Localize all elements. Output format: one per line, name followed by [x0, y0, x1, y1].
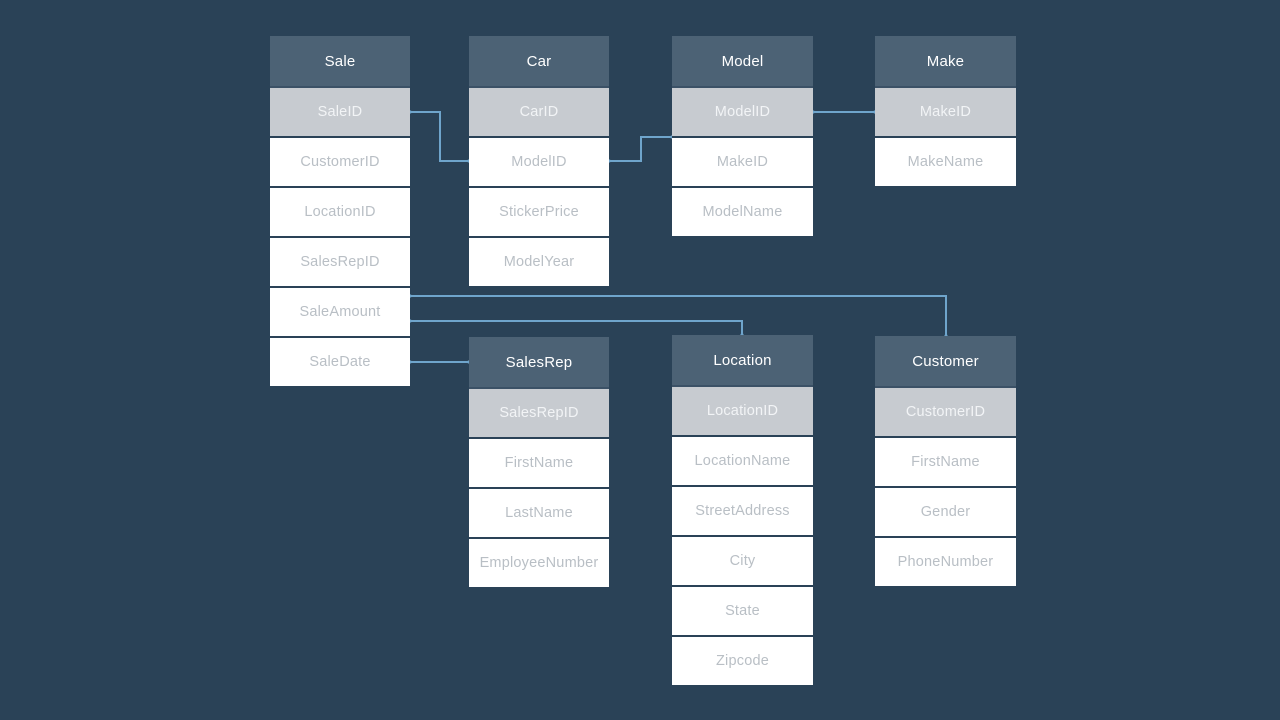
field-salesrep-2[interactable]: LastName — [469, 487, 609, 537]
relationship-line-sale-to-location — [410, 320, 743, 335]
field-customer-1[interactable]: FirstName — [875, 436, 1016, 486]
field-location-1[interactable]: LocationName — [672, 435, 813, 485]
field-car-2[interactable]: StickerPrice — [469, 186, 609, 236]
relationship-line-car-to-sale — [410, 111, 469, 162]
field-sale-1[interactable]: CustomerID — [270, 136, 410, 186]
primary-key-field-model-0[interactable]: ModelID — [672, 86, 813, 136]
primary-key-field-car-0[interactable]: CarID — [469, 86, 609, 136]
field-car-1[interactable]: ModelID — [469, 136, 609, 186]
primary-key-field-salesrep-0[interactable]: SalesRepID — [469, 387, 609, 437]
entity-title-customer: Customer — [875, 336, 1016, 386]
field-sale-3[interactable]: SalesRepID — [270, 236, 410, 286]
relationship-line-car-to-model — [609, 136, 672, 162]
field-sale-2[interactable]: LocationID — [270, 186, 410, 236]
field-model-1[interactable]: MakeID — [672, 136, 813, 186]
field-customer-3[interactable]: PhoneNumber — [875, 536, 1016, 586]
entity-title-car: Car — [469, 36, 609, 86]
field-model-2[interactable]: ModelName — [672, 186, 813, 236]
entity-title-salesrep: SalesRep — [469, 337, 609, 387]
field-customer-2[interactable]: Gender — [875, 486, 1016, 536]
field-location-5[interactable]: Zipcode — [672, 635, 813, 685]
relationship-line-sale-to-customer — [410, 295, 947, 336]
field-sale-4[interactable]: SaleAmount — [270, 286, 410, 336]
field-sale-5[interactable]: SaleDate — [270, 336, 410, 386]
primary-key-field-customer-0[interactable]: CustomerID — [875, 386, 1016, 436]
primary-key-field-sale-0[interactable]: SaleID — [270, 86, 410, 136]
field-make-1[interactable]: MakeName — [875, 136, 1016, 186]
entity-title-location: Location — [672, 335, 813, 385]
field-location-2[interactable]: StreetAddress — [672, 485, 813, 535]
primary-key-field-make-0[interactable]: MakeID — [875, 86, 1016, 136]
field-salesrep-3[interactable]: EmployeeNumber — [469, 537, 609, 587]
primary-key-field-location-0[interactable]: LocationID — [672, 385, 813, 435]
entity-title-sale: Sale — [270, 36, 410, 86]
field-location-4[interactable]: State — [672, 585, 813, 635]
field-location-3[interactable]: City — [672, 535, 813, 585]
entity-title-model: Model — [672, 36, 813, 86]
field-salesrep-1[interactable]: FirstName — [469, 437, 609, 487]
field-car-3[interactable]: ModelYear — [469, 236, 609, 286]
entity-title-make: Make — [875, 36, 1016, 86]
